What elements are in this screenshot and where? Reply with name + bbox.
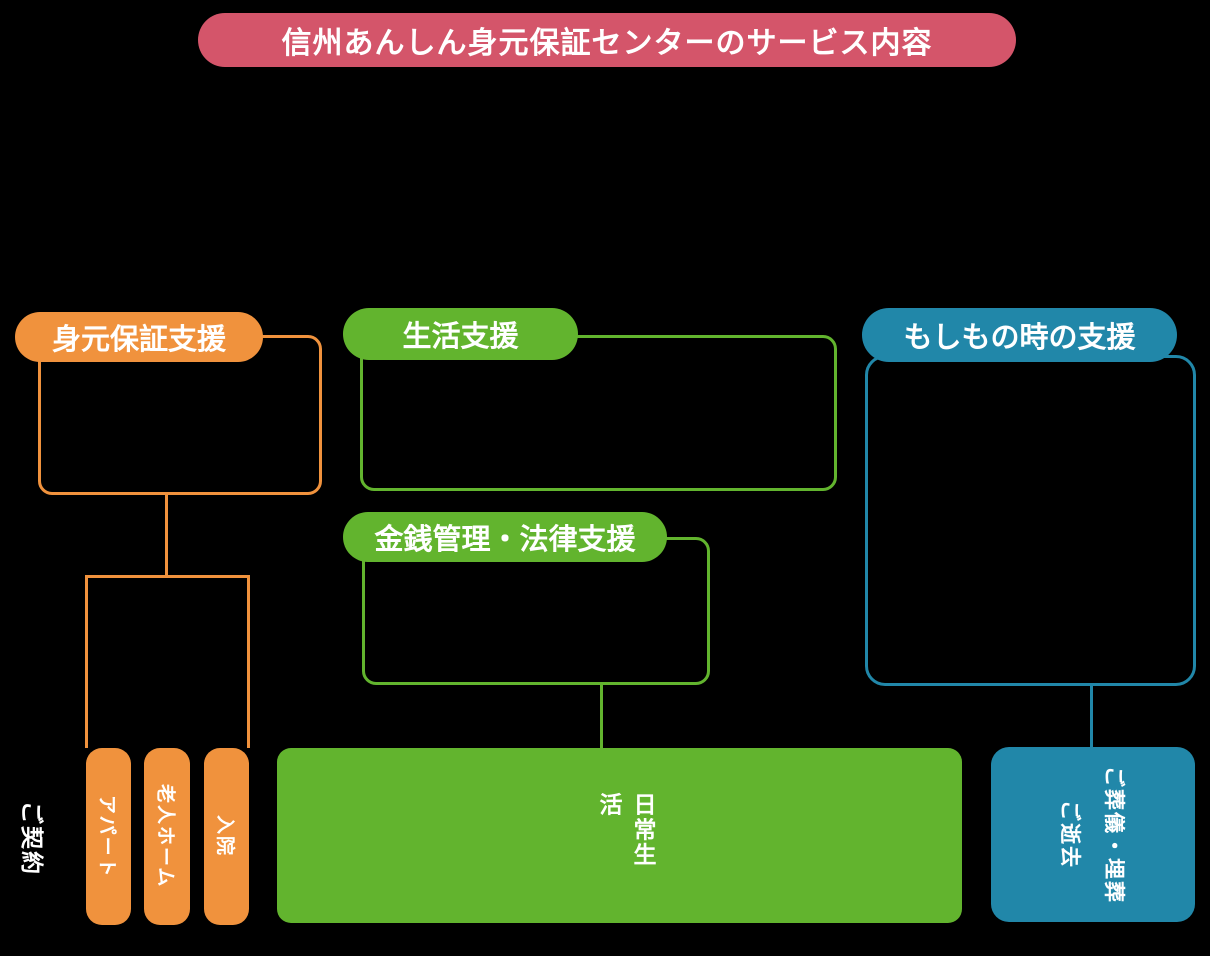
identity-bracket-right — [247, 575, 250, 748]
residence-pill-nursing-home: 老人ホーム — [144, 748, 190, 925]
life-support-label: 生活支援 — [402, 319, 519, 353]
identity-support-pill: 身元保証支援 — [15, 312, 263, 362]
emergency-support-box — [865, 355, 1196, 686]
emergency-connector-stem — [1090, 686, 1093, 748]
funeral-burial-label: ご葬儀・埋葬 — [1102, 765, 1126, 904]
residence-pill-hospitalization: 入院 — [204, 748, 249, 925]
identity-bracket-left — [85, 575, 88, 748]
identity-support-label: 身元保証支援 — [51, 322, 226, 356]
residence-pill-nursing-home-label: 老人ホーム — [154, 784, 177, 889]
residence-pill-apartment-label: アパート — [96, 794, 118, 879]
life-support-pill: 生活支援 — [343, 308, 578, 360]
funeral-passing-box: ご葬儀・埋葬 ご逝去 — [991, 747, 1195, 922]
identity-bracket-horizontal — [85, 575, 250, 578]
emergency-support-label: もしもの時の支援 — [903, 320, 1136, 354]
money-legal-label: 金銭管理・法律支援 — [374, 522, 636, 556]
life-support-box — [360, 335, 837, 491]
contract-label: ご契約 — [18, 800, 44, 876]
residence-pill-apartment: アパート — [86, 748, 131, 925]
emergency-support-pill: もしもの時の支援 — [862, 308, 1177, 362]
title-banner: 信州あんしん身元保証センターのサービス内容 — [198, 13, 1016, 67]
daily-life-label: 日常生活 — [595, 791, 655, 867]
money-legal-pill: 金銭管理・法律支援 — [343, 512, 667, 562]
page-title: 信州あんしん身元保証センターのサービス内容 — [281, 26, 933, 61]
passing-label: ご逝去 — [1058, 800, 1082, 869]
daily-life-box: 日常生活 — [277, 748, 962, 923]
money-legal-connector-stem — [600, 685, 603, 748]
identity-connector-stem — [165, 495, 168, 577]
residence-pill-hospitalization-label: 入院 — [214, 815, 236, 858]
